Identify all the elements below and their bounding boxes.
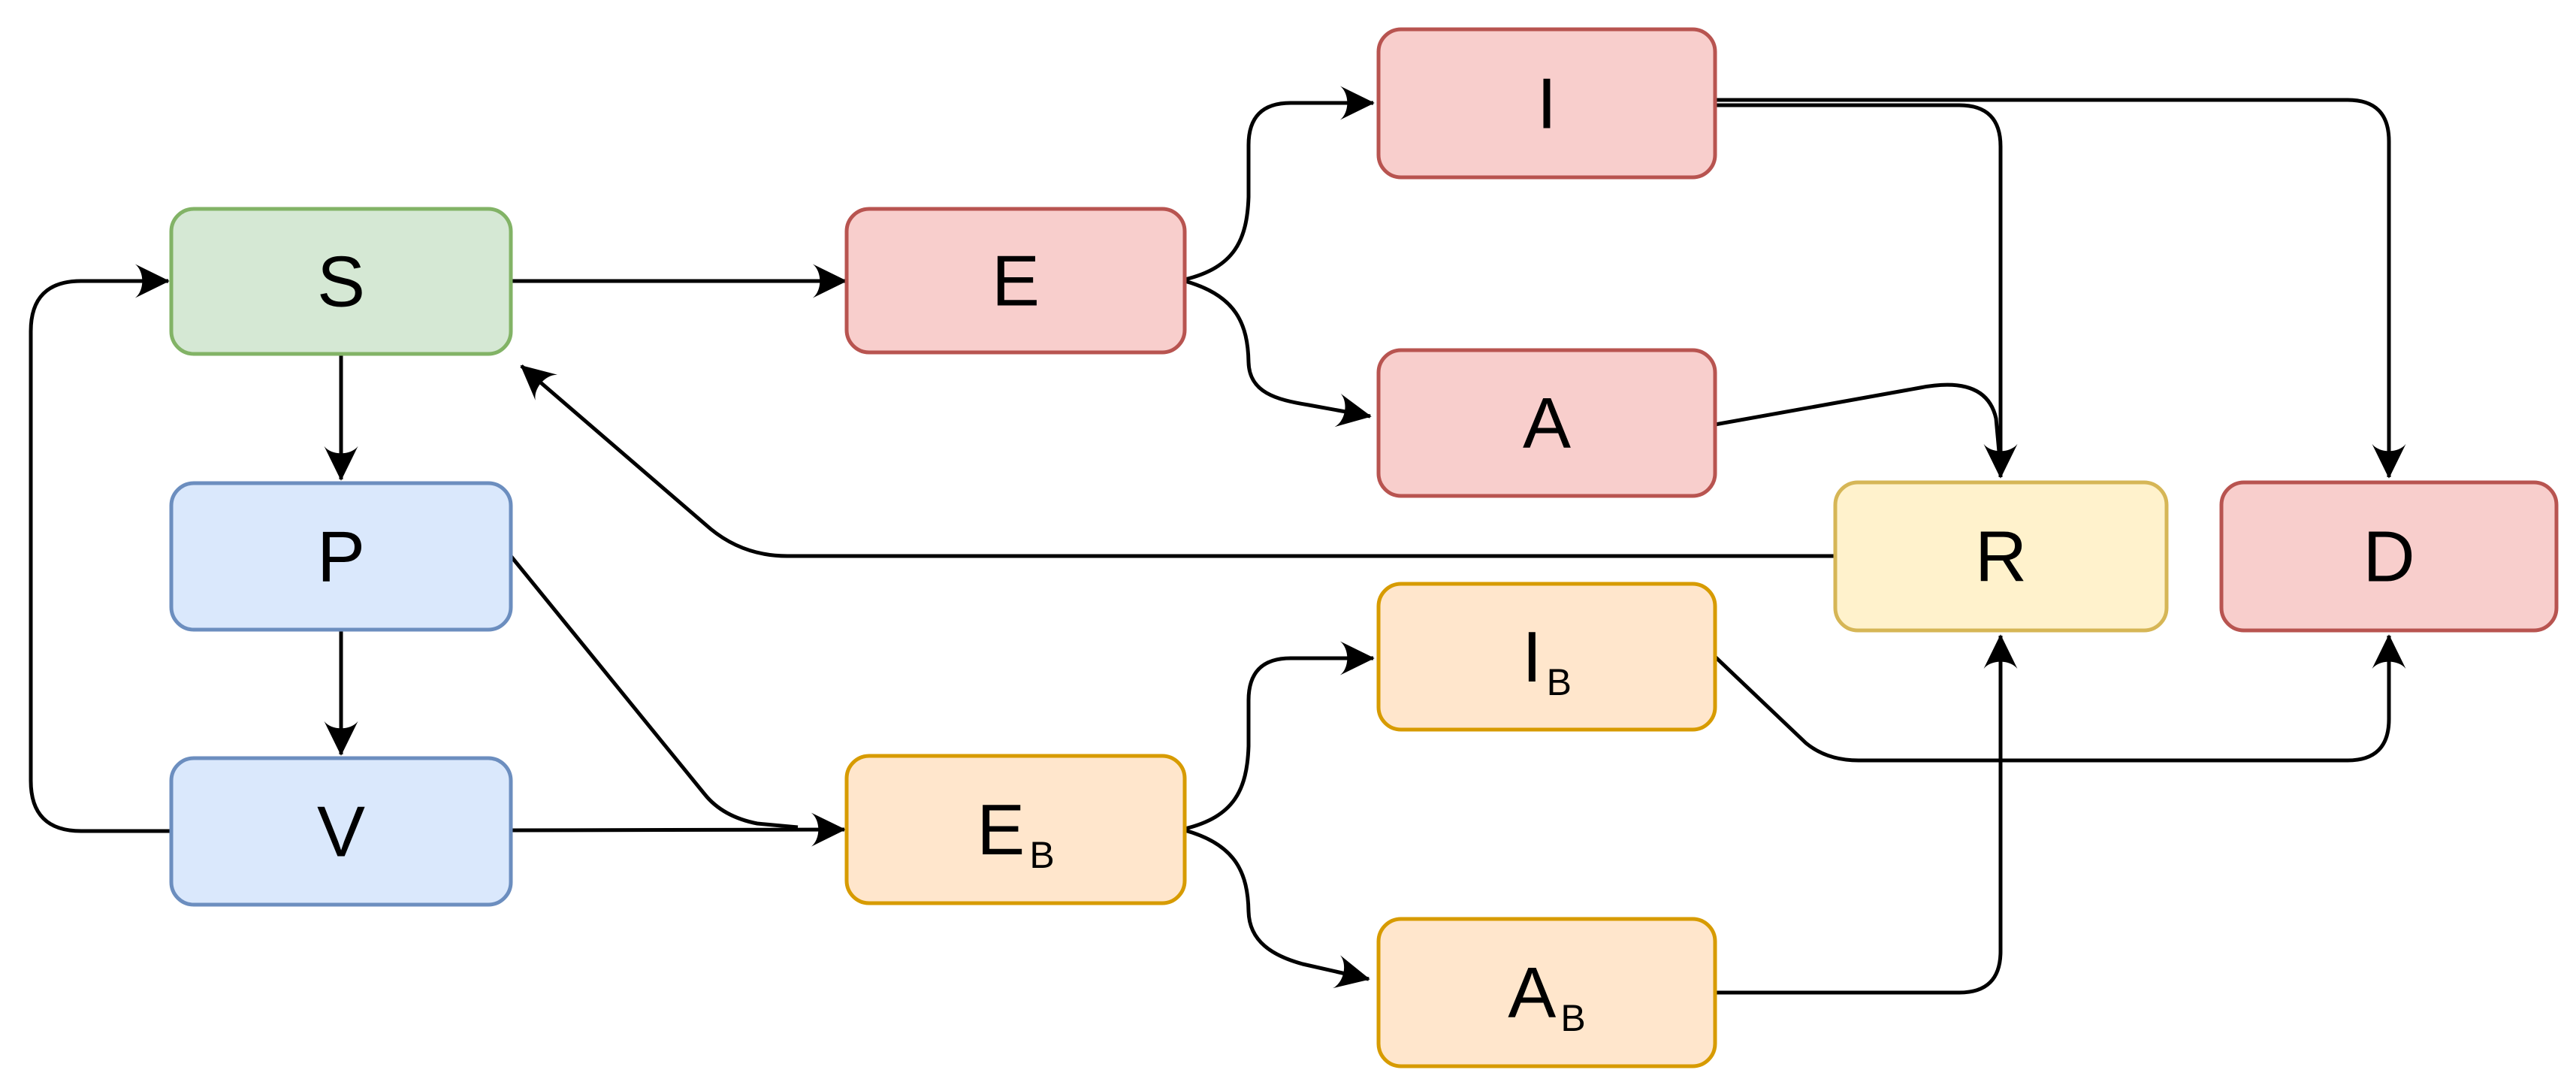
node-EB-box bbox=[844, 754, 1187, 905]
edge-I-to-D bbox=[1715, 98, 2406, 479]
edge-I-to-R bbox=[1715, 103, 2018, 479]
node-S: S bbox=[169, 207, 513, 356]
node-D: D bbox=[2219, 480, 2559, 633]
edge-IB-to-D bbox=[1714, 634, 2406, 763]
node-I-box bbox=[1376, 27, 1717, 180]
edge-P-to-EB bbox=[509, 555, 799, 830]
edge-R-to-S bbox=[520, 364, 1835, 558]
node-V: V bbox=[169, 756, 513, 907]
node-S-box bbox=[169, 207, 513, 356]
edge-E-to-I bbox=[1184, 86, 1375, 282]
edge-V-to-S bbox=[29, 264, 171, 833]
edge-EB-to-AB bbox=[1184, 828, 1370, 989]
node-P-box bbox=[169, 481, 513, 632]
edge-AB-to-R bbox=[1715, 634, 2018, 995]
edge-E-to-A bbox=[1184, 279, 1372, 428]
node-A: A bbox=[1376, 348, 1717, 498]
node-E: E bbox=[844, 207, 1187, 355]
node-A-box bbox=[1376, 348, 1717, 498]
edge-A-to-R bbox=[1714, 382, 2002, 461]
node-R: R bbox=[1833, 480, 2169, 633]
edge-EB-to-IB bbox=[1184, 641, 1375, 831]
node-P: P bbox=[169, 481, 513, 632]
node-AB-box bbox=[1376, 917, 1717, 1068]
node-V-box bbox=[169, 756, 513, 907]
edges-layer bbox=[29, 86, 2406, 995]
node-E-box bbox=[844, 207, 1187, 355]
node-D-box bbox=[2219, 480, 2559, 633]
node-I: I bbox=[1376, 27, 1717, 180]
node-R-box bbox=[1833, 480, 2169, 633]
node-IB-box bbox=[1376, 582, 1717, 732]
